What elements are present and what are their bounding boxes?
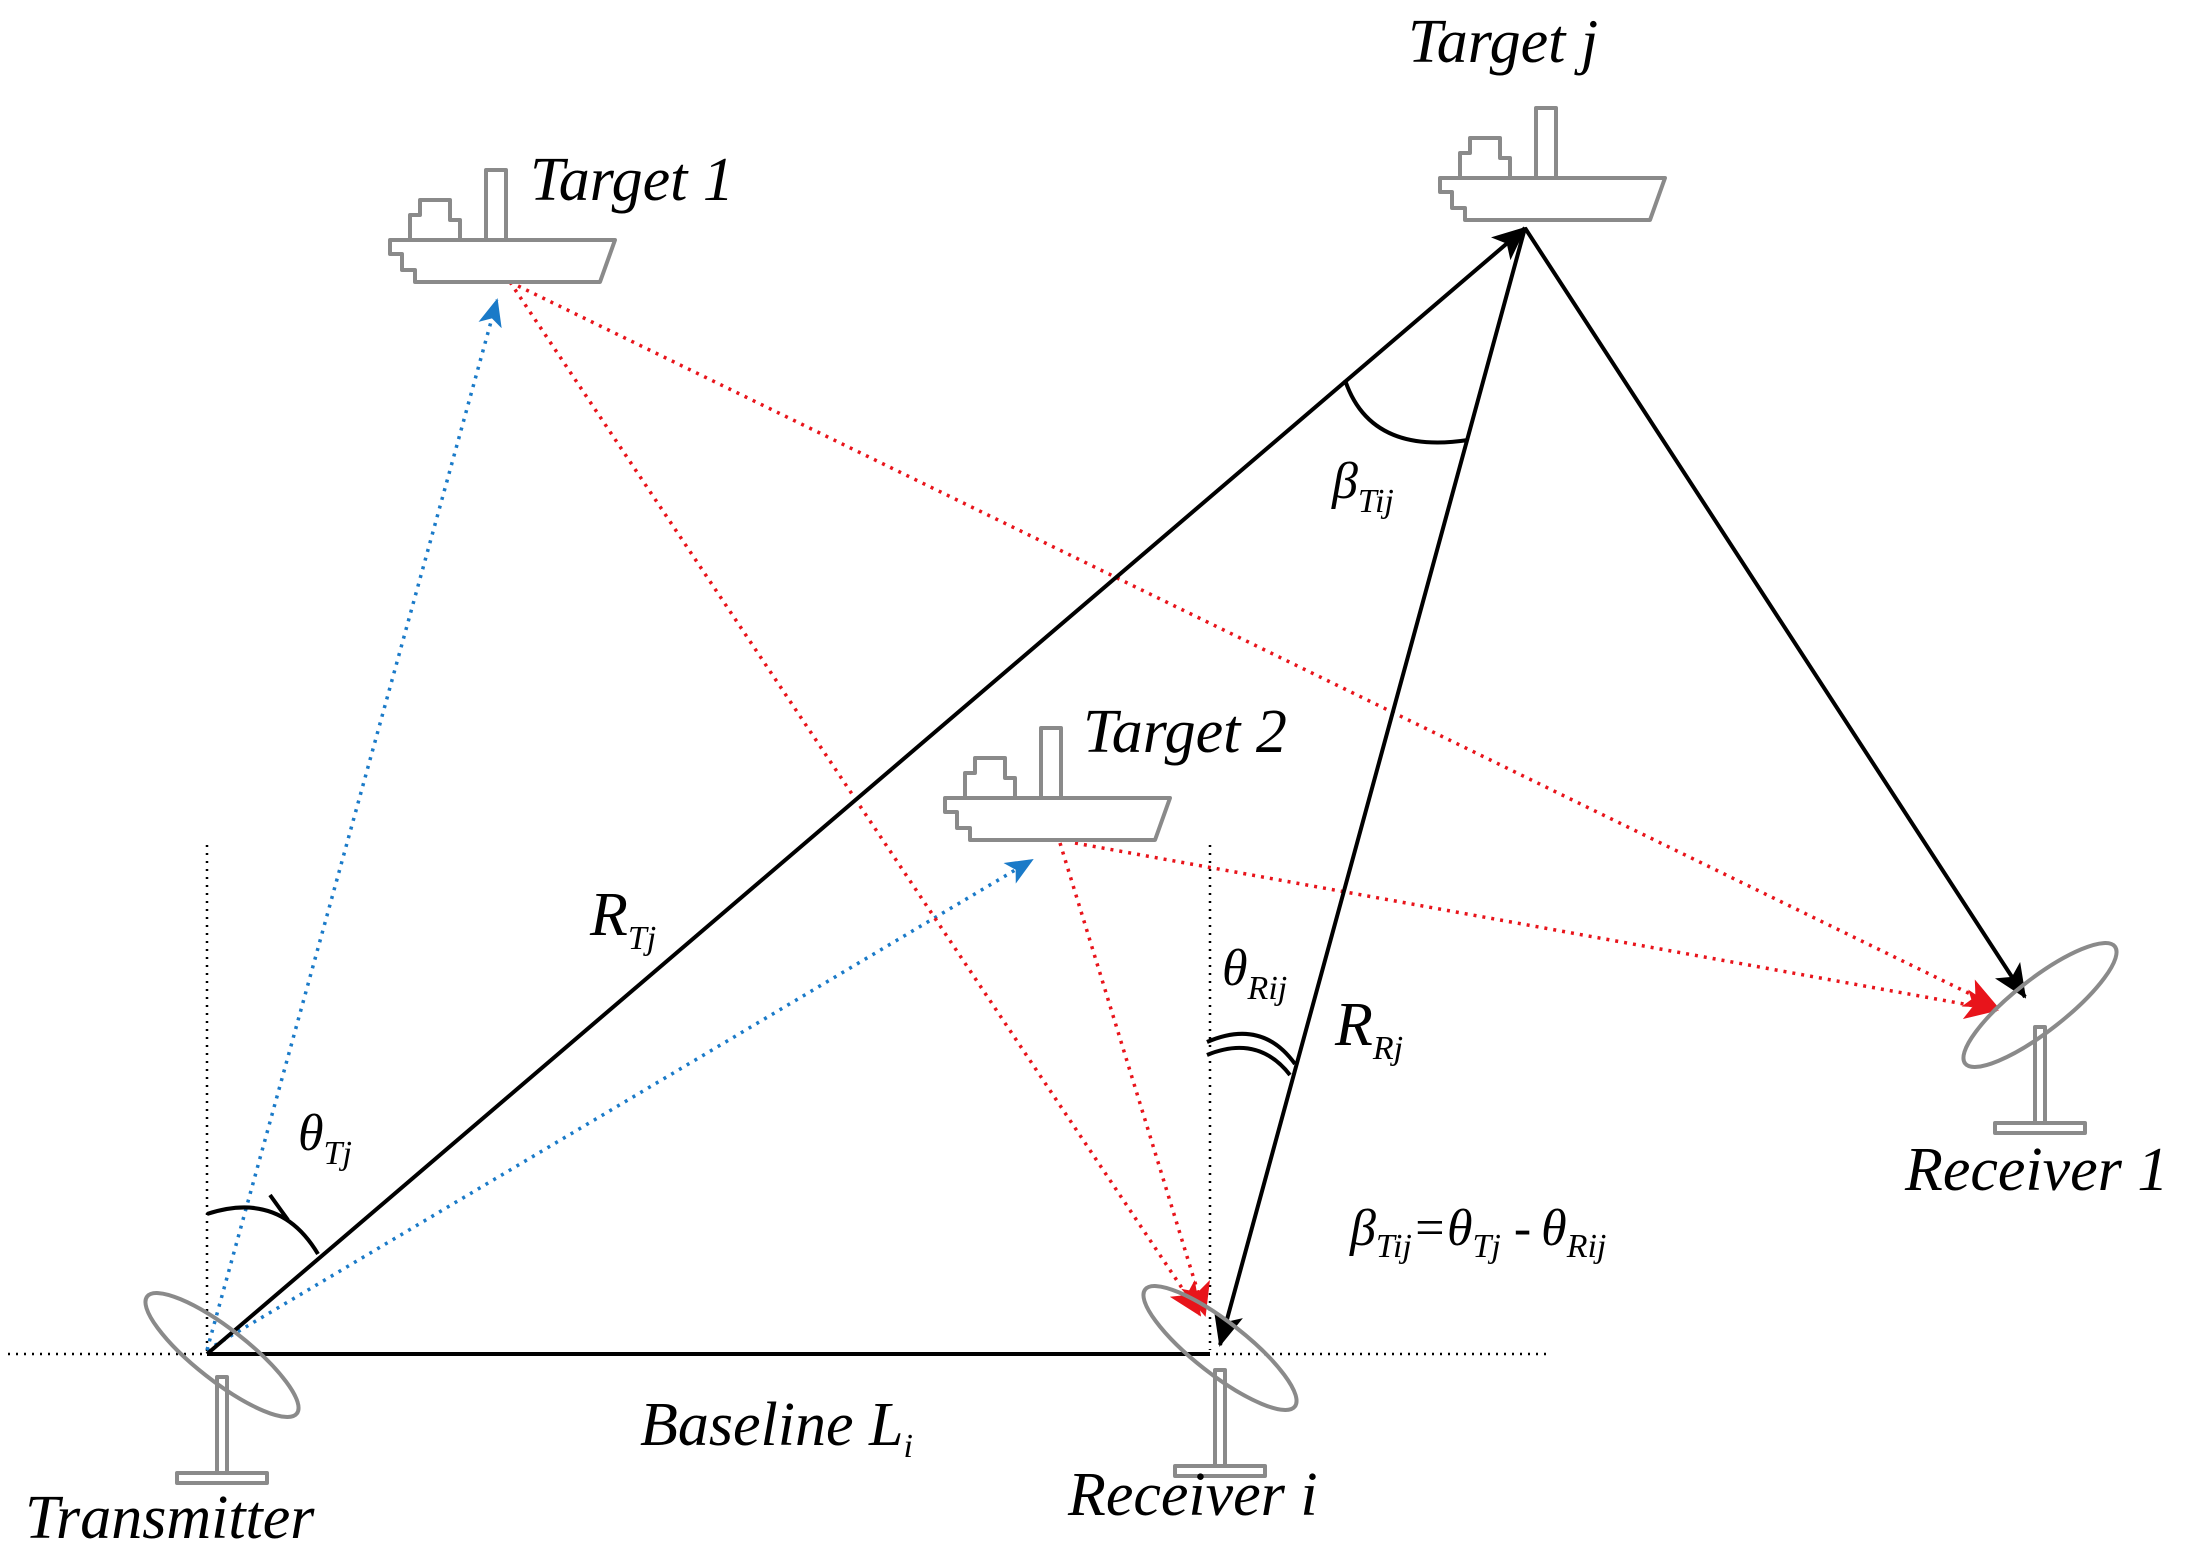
receiver-i-label: Receiver i (1067, 1461, 1318, 1529)
receiver-1-label: Receiver 1 (1904, 1136, 2168, 1204)
target-1-label: Target 1 (530, 146, 734, 214)
beta-tij-label: βTij (1331, 453, 1394, 520)
theta-rij-arc-inner (1206, 1045, 1292, 1077)
beta-tij-arc (1343, 379, 1469, 445)
scatter-target-1-to-receiver-1 (509, 280, 1999, 1009)
illumination-path-target-2 (206, 858, 1034, 1352)
scatter-target-2-to-receiver-1 (1074, 841, 1999, 1020)
theta-tj-arc (206, 1205, 320, 1256)
dish-antenna-icon (1127, 1267, 1313, 1478)
r-rj-label: RRj (1334, 991, 1403, 1067)
scatter-target-2-to-receiver-i (1058, 842, 1210, 1317)
transmitter-label: Transmitter (25, 1484, 315, 1552)
r-tj-label: RTj (589, 881, 656, 957)
dish-antenna-icon (129, 1274, 315, 1485)
dish-antenna-icon (1947, 924, 2133, 1135)
beta-formula: βTij=θTj -θRij (1349, 1200, 1606, 1265)
theta-rij-arc-outer (1206, 1031, 1297, 1066)
theta-rij-label: θRij (1222, 940, 1287, 1007)
baseline-label: Baseline Li (640, 1391, 913, 1465)
path-target-j-to-receiver-1 (1523, 226, 2027, 999)
illumination-path-target-1 (205, 298, 502, 1351)
path-transmitter-to-target-j (205, 226, 1527, 1356)
ship-icon (1438, 106, 1667, 222)
theta-tj-label: θTj (298, 1105, 352, 1172)
theta-tj-tick (268, 1193, 290, 1222)
target-j-label: Target j (1408, 8, 1598, 76)
path-target-j-to-receiver-i (1213, 227, 1527, 1347)
target-2-label: Target 2 (1083, 698, 1287, 766)
